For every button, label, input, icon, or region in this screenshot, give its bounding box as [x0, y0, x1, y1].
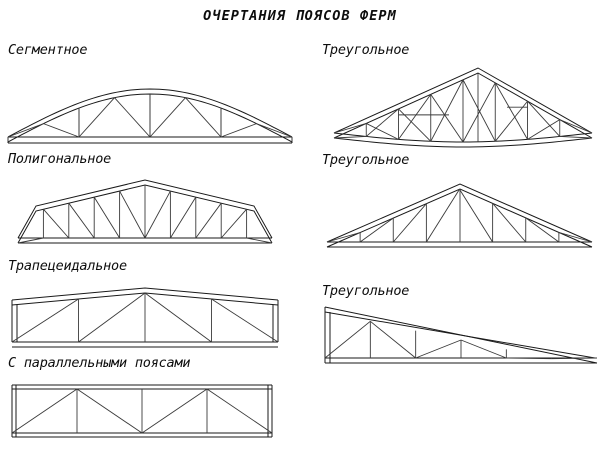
- truss-chord: [333, 67, 593, 134]
- truss-member: [144, 190, 171, 239]
- truss-member: [220, 123, 257, 138]
- truss-member: [460, 339, 507, 359]
- truss-member: [93, 196, 120, 239]
- truss-member: [246, 237, 273, 244]
- truss-member: [459, 188, 494, 243]
- truss-member: [462, 82, 496, 143]
- truss-chord: [17, 179, 273, 239]
- truss-member: [398, 108, 432, 142]
- truss-member: [7, 123, 44, 138]
- truss-member: [492, 203, 527, 243]
- truss-member: [558, 232, 593, 243]
- truss-member: [525, 217, 560, 243]
- truss-member: [425, 188, 460, 243]
- truss-member: [68, 202, 95, 239]
- truss-member: [494, 100, 528, 142]
- truss-member: [430, 94, 464, 143]
- truss-chord: [326, 188, 593, 248]
- truss-member: [11, 388, 78, 434]
- truss-member: [559, 119, 593, 134]
- truss-member: [324, 320, 371, 359]
- figure-caption-parallel-chords: С параллельными поясами: [8, 355, 191, 371]
- truss-member: [365, 108, 399, 137]
- figure-caption-triangular-shallow: Треугольное: [322, 152, 410, 168]
- truss-member: [256, 123, 293, 138]
- truss-member: [11, 298, 79, 343]
- figure-parallel-chords: [0, 380, 300, 440]
- truss-member: [370, 320, 416, 359]
- truss-member: [333, 123, 367, 134]
- figure-caption-trapezoidal: Трапецеидальное: [8, 258, 127, 274]
- page-title: ОЧЕРТАНИЯ ПОЯСОВ ФЕРМ: [203, 8, 397, 24]
- truss-member: [551, 357, 598, 360]
- truss-chord: [11, 287, 279, 301]
- truss-member: [114, 97, 151, 138]
- truss-member: [211, 298, 279, 343]
- truss-member: [326, 232, 361, 243]
- truss-chord: [326, 183, 593, 243]
- truss-member: [149, 97, 186, 138]
- truss-member: [43, 123, 80, 138]
- truss-member: [185, 97, 222, 138]
- truss-member: [430, 79, 464, 142]
- figure-caption-segmental: Сегментное: [8, 42, 88, 58]
- truss-member: [506, 357, 552, 360]
- truss-member: [559, 135, 593, 139]
- truss-member: [527, 100, 561, 137]
- truss-member: [206, 388, 273, 434]
- figure-polygonal: [0, 175, 300, 245]
- truss-member: [324, 311, 596, 359]
- figure-triangular-monopitch: [300, 303, 600, 369]
- truss-member: [78, 97, 115, 138]
- truss-member: [170, 196, 197, 239]
- truss-member: [78, 292, 146, 343]
- truss-member: [333, 135, 367, 139]
- truss-member: [359, 217, 394, 243]
- truss-member: [494, 82, 528, 140]
- figure-caption-triangular-steep: Треугольное: [322, 42, 410, 58]
- figure-caption-polygonal: Полигональное: [8, 151, 112, 167]
- truss-member: [462, 79, 496, 142]
- figure-segmental: [0, 70, 300, 150]
- truss-member: [366, 123, 399, 140]
- truss-member: [415, 339, 462, 359]
- truss-chord: [7, 88, 293, 138]
- figure-triangular-steep: [300, 62, 600, 148]
- truss-member: [43, 208, 70, 239]
- truss-member: [144, 292, 212, 343]
- truss-member: [220, 208, 247, 239]
- truss-member: [392, 203, 427, 243]
- figure-trapezoidal: [0, 283, 300, 348]
- truss-member: [398, 94, 432, 140]
- truss-member: [141, 388, 208, 434]
- truss-member: [119, 190, 146, 239]
- truss-member: [76, 388, 143, 434]
- truss-member: [17, 237, 44, 244]
- truss-member: [195, 202, 222, 239]
- truss-chord: [333, 137, 593, 148]
- figure-triangular-shallow: [300, 180, 600, 248]
- figure-caption-triangular-monopitch: Треугольное: [322, 283, 410, 299]
- truss-member: [527, 119, 560, 140]
